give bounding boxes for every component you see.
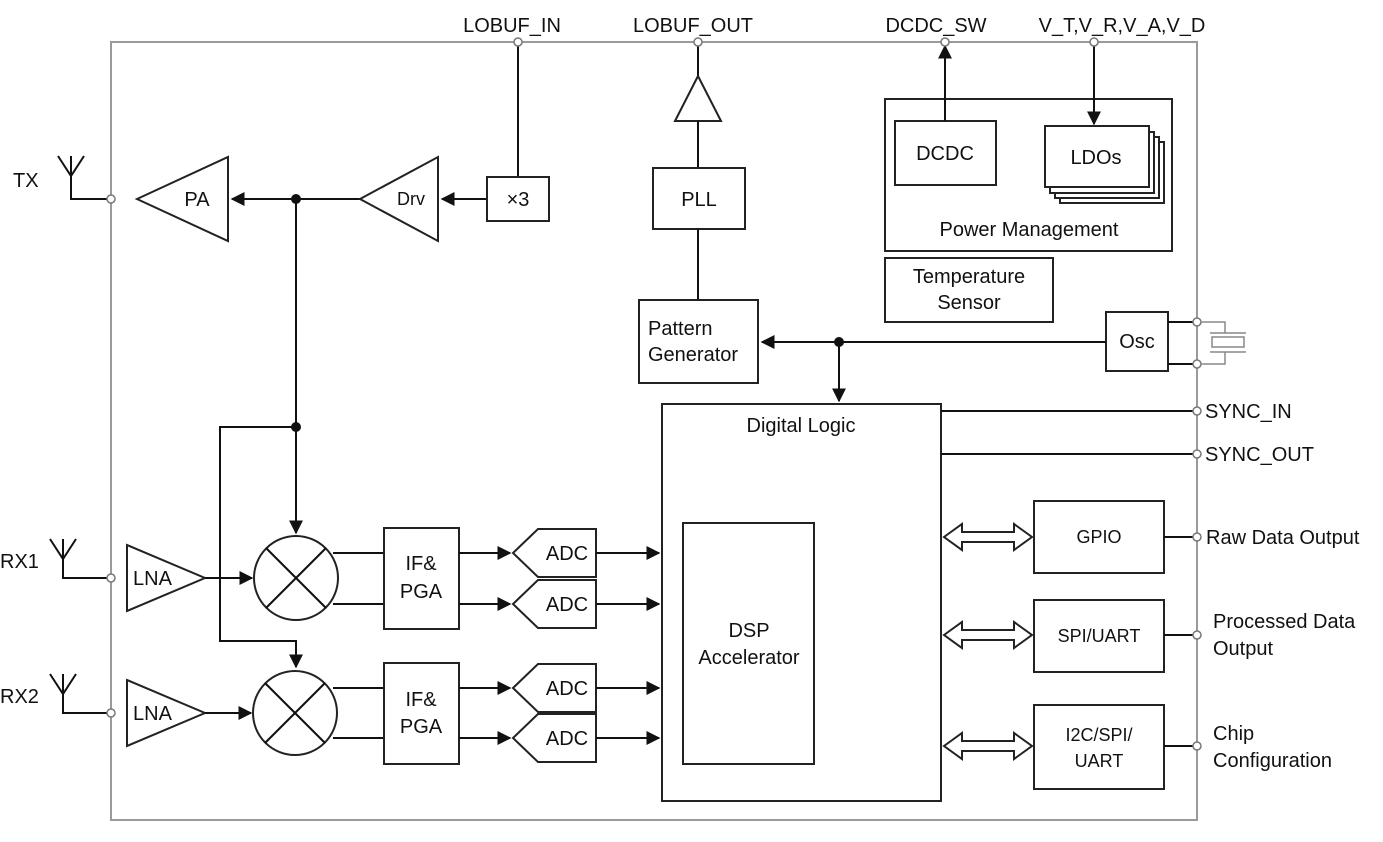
pattern-generator-label-2: Generator	[648, 344, 738, 366]
rx1-adc2-label: ADC	[546, 594, 588, 616]
rx2-mixer-icon	[252, 670, 338, 756]
spi-bus-arrow	[942, 620, 1034, 650]
pin-lobuf-in	[513, 37, 523, 47]
spi-uart-block	[1033, 599, 1165, 673]
pin-lobuf-in-label: LOBUF_IN	[463, 15, 561, 37]
rx2-lna	[126, 678, 208, 748]
pll-block	[652, 167, 746, 230]
rx2-adc1-label: ADC	[546, 678, 588, 700]
ldos-label: LDOs	[1070, 147, 1121, 169]
pa-label: PA	[184, 189, 210, 211]
pin-dcdc-sw	[940, 37, 950, 47]
pa-amplifier	[134, 155, 229, 243]
pin-sync-out-label: SYNC_OUT	[1205, 444, 1314, 466]
pin-rx1-label: RX1	[0, 551, 39, 573]
digital-logic-label: Digital Logic	[747, 415, 856, 437]
pin-vrails	[1089, 37, 1099, 47]
pin-tx	[106, 194, 116, 204]
temperature-sensor-block	[884, 257, 1054, 323]
rx2-if-label-2: PGA	[400, 716, 443, 738]
pin-chip-config-label-1: Chip	[1213, 723, 1254, 745]
pin-xtal-2	[1192, 359, 1202, 369]
wire-lo-rx2	[219, 426, 303, 669]
pin-rx2-label: RX2	[0, 686, 39, 708]
pin-sync-in-label: SYNC_IN	[1205, 401, 1292, 423]
dsp-label-2: Accelerator	[698, 647, 799, 669]
i2c-bus-arrow	[942, 731, 1034, 761]
pin-chip-config	[1192, 741, 1202, 751]
pin-rx1	[106, 573, 116, 583]
pll-label: PLL	[681, 189, 717, 211]
rx2-if-label-1: IF&	[405, 689, 437, 711]
dcdc-label: DCDC	[916, 143, 974, 165]
x3-multiplier-block	[486, 176, 550, 222]
chip-boundary	[110, 41, 1198, 821]
rx1-if-label-2: PGA	[400, 581, 443, 603]
rx1-if-pga-block	[383, 527, 460, 630]
lobuf-buffer-icon	[673, 73, 723, 122]
pin-chip-config-label-2: Configuration	[1213, 750, 1332, 772]
pattern-generator-block	[638, 299, 759, 384]
pin-vrails-label: V_T,V_R,V_A,V_D	[1039, 15, 1206, 37]
pin-dcdc-sw-label: DCDC_SW	[885, 15, 986, 37]
tx-antenna-icon	[57, 155, 108, 200]
rx1-adc1-label: ADC	[546, 543, 588, 565]
crystal-icon	[1201, 321, 1246, 365]
gpio-label: GPIO	[1076, 527, 1121, 547]
rx1-mixer-icon	[253, 535, 339, 621]
pin-lobuf-out	[693, 37, 703, 47]
ldos-block	[1044, 125, 1150, 188]
pin-xtal-1	[1192, 317, 1202, 327]
dcdc-block	[894, 120, 997, 186]
gpio-block	[1033, 500, 1165, 574]
pin-raw-data	[1192, 532, 1202, 542]
temperature-sensor-label-1: Temperature	[913, 266, 1025, 288]
rx2-if-pga-block	[383, 662, 460, 765]
pin-processed-label-2: Output	[1213, 638, 1273, 660]
rx2-lna-label: LNA	[133, 703, 173, 725]
rx1-lna-label: LNA	[133, 568, 173, 590]
temperature-sensor-label-2: Sensor	[937, 292, 1001, 314]
pin-sync-in	[1192, 406, 1202, 416]
i2c-spi-uart-block	[1033, 704, 1165, 790]
pin-sync-out	[1192, 449, 1202, 459]
pattern-generator-label-1: Pattern	[648, 318, 712, 340]
gpio-bus-arrow	[942, 522, 1034, 552]
pin-processed-label-1: Processed Data	[1213, 611, 1356, 633]
rx2-adc2-label: ADC	[546, 728, 588, 750]
rx2-antenna-icon	[49, 673, 108, 714]
osc-label: Osc	[1119, 331, 1155, 353]
x3-label: ×3	[507, 189, 530, 211]
pin-lobuf-out-label: LOBUF_OUT	[633, 15, 753, 37]
pin-rx2	[106, 708, 116, 718]
spi-uart-label: SPI/UART	[1058, 626, 1141, 646]
dsp-accelerator-block	[682, 522, 815, 765]
i2c-label-2: UART	[1075, 751, 1124, 771]
dsp-label-1: DSP	[728, 620, 769, 642]
power-management-label: Power Management	[940, 219, 1119, 241]
rx1-antenna-icon	[49, 538, 108, 579]
pin-tx-label: TX	[13, 170, 39, 192]
rx1-if-label-1: IF&	[405, 553, 437, 575]
drv-label: Drv	[397, 189, 425, 209]
pin-raw-data-label: Raw Data Output	[1206, 527, 1360, 549]
rx1-lna	[126, 543, 208, 613]
pin-processed-data	[1192, 630, 1202, 640]
i2c-label-1: I2C/SPI/	[1065, 725, 1132, 745]
drv-amplifier	[357, 155, 439, 243]
